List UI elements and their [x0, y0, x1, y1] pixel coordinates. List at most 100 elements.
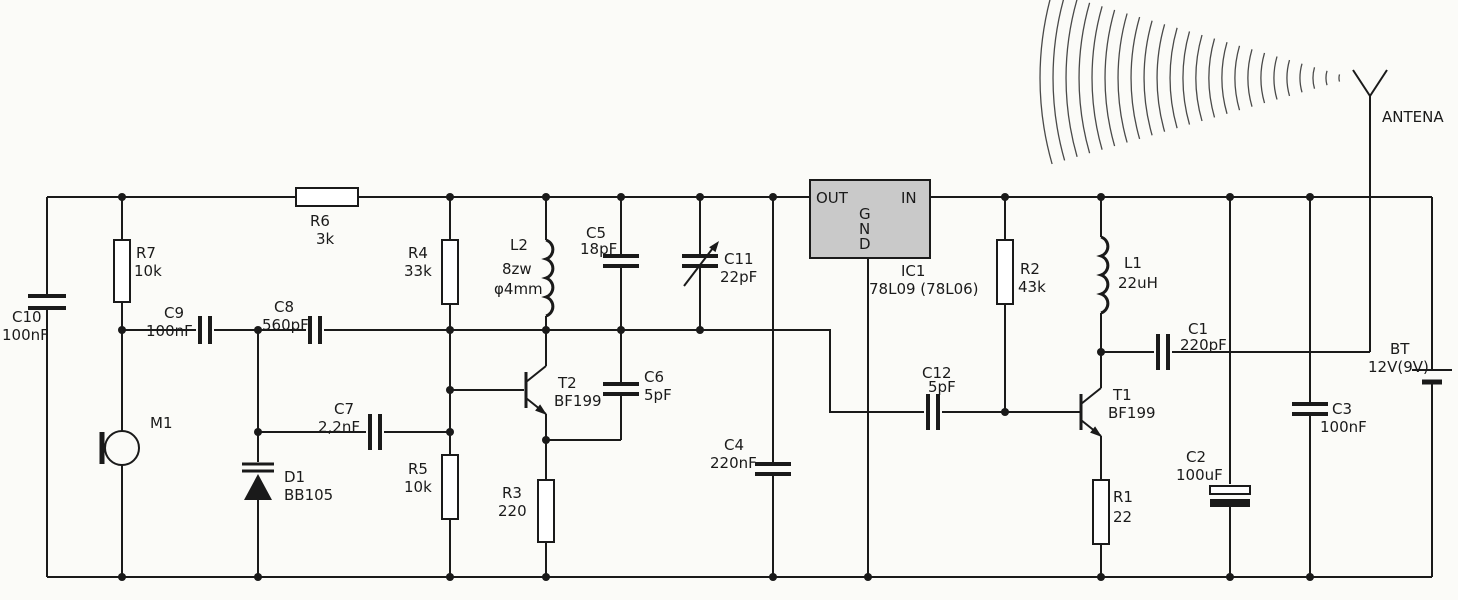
transistor-t2 — [524, 330, 547, 440]
resistor-r4-body — [441, 239, 459, 305]
radio-wave-arc — [1221, 42, 1228, 114]
ic1-pin-in-label: IN — [901, 189, 917, 207]
label-r6-value: 3k — [316, 230, 335, 248]
radio-wave-arc — [1195, 34, 1203, 122]
junction-dot — [446, 193, 454, 201]
label-r1-value: 22 — [1113, 508, 1132, 526]
junction-dots — [118, 193, 1314, 581]
regulator-ic1: OUT IN G N D — [809, 179, 931, 259]
label-c3-value: 100nF — [1320, 418, 1367, 436]
label-c7-value: 2,2nF — [318, 418, 360, 436]
label-c12-value: 5pF — [928, 378, 956, 396]
label-c10-ref: C10 — [12, 308, 42, 326]
label-ic1-ref: IC1 — [901, 262, 925, 280]
antenna-icon — [1352, 69, 1388, 352]
ic1-pin-gnd-letter: G — [859, 205, 871, 223]
capacitor-c1-plates — [1156, 334, 1170, 370]
label-c5-ref: C5 — [586, 224, 606, 242]
capacitor-c12-plates — [926, 394, 940, 430]
junction-dot — [446, 573, 454, 581]
resistor-r6-body — [295, 187, 359, 207]
label-c7-ref: C7 — [334, 400, 354, 418]
label-m1-ref: M1 — [150, 414, 173, 432]
capacitor-c3-plates — [1292, 402, 1328, 416]
ic1-pin-gnd-letter: N — [859, 220, 870, 238]
label-c3-ref: C3 — [1332, 400, 1352, 418]
label-c11-ref: C11 — [724, 250, 754, 268]
capacitor-c5-plates — [603, 254, 639, 268]
capacitor-c7-plates — [368, 414, 382, 450]
label-bt-value: 12V(9V) — [1368, 358, 1429, 376]
radio-wave-arc — [1091, 6, 1103, 150]
capacitor-c6-plates — [603, 382, 639, 396]
junction-dot — [1306, 193, 1314, 201]
capacitor-c10-plates — [28, 294, 66, 310]
label-bt-ref: BT — [1390, 340, 1410, 358]
label-r2-value: 43k — [1018, 278, 1046, 296]
varicap-diode-d1 — [242, 462, 274, 500]
label-c11-value: 22pF — [720, 268, 757, 286]
label-c8-ref: C8 — [274, 298, 294, 316]
junction-dot — [1097, 573, 1105, 581]
junction-dot — [118, 193, 126, 201]
junction-dot — [542, 573, 550, 581]
radio-wave-arc — [1039, 0, 1053, 165]
radio-wave-arc — [1078, 2, 1091, 154]
junction-dot — [864, 573, 872, 581]
label-r4-value: 33k — [404, 262, 432, 280]
resistor-r3-body — [537, 479, 555, 543]
label-r3-ref: R3 — [502, 484, 522, 502]
junction-dot — [1097, 348, 1105, 356]
label-l2-diameter: φ4mm — [494, 280, 543, 298]
label-r5-value: 10k — [404, 478, 432, 496]
radio-wave-arc — [1104, 9, 1116, 147]
junction-dot — [254, 573, 262, 581]
label-c2-ref: C2 — [1186, 448, 1206, 466]
radio-wave-arc — [1065, 0, 1078, 157]
label-c2-value: 100uF — [1176, 466, 1223, 484]
junction-dot — [1226, 573, 1234, 581]
label-c6-value: 5pF — [644, 386, 672, 404]
junction-dot — [617, 193, 625, 201]
junction-dot — [542, 436, 550, 444]
capacitor-c8-plates — [308, 316, 322, 344]
wires — [46, 196, 1433, 578]
label-t2-ref: T2 — [557, 374, 577, 392]
junction-dot — [542, 326, 550, 334]
label-l2-ref: L2 — [510, 236, 528, 254]
label-c1-value: 220pF — [1180, 336, 1227, 354]
labels: C10 100nF R7 10k C9 100nF C8 560pF R6 3k… — [2, 108, 1444, 526]
capacitor-c2-electrolytic — [1209, 485, 1251, 507]
radio-wave-arc — [1143, 20, 1153, 136]
radio-wave-arc — [1234, 45, 1241, 111]
junction-dot — [254, 326, 262, 334]
label-c10-value: 100nF — [2, 326, 49, 344]
label-r6-ref: R6 — [310, 212, 330, 230]
label-l1-value: 22uH — [1118, 274, 1158, 292]
radio-wave-arc — [1273, 56, 1278, 100]
label-r3-value: 220 — [498, 502, 527, 520]
label-r5-ref: R5 — [408, 460, 428, 478]
label-l1-ref: L1 — [1124, 254, 1142, 272]
junction-dot — [1001, 408, 1009, 416]
radio-wave-arc — [1247, 49, 1253, 107]
label-t1-ref: T1 — [1112, 386, 1132, 404]
radio-wave-arc — [1117, 13, 1128, 143]
label-c5-value: 18pF — [580, 240, 617, 258]
transistor-t1 — [1079, 352, 1102, 480]
label-r1-ref: R1 — [1113, 488, 1133, 506]
ic1-body — [809, 179, 931, 259]
junction-dot — [118, 573, 126, 581]
radio-wave-arc — [1299, 63, 1303, 93]
junction-dot — [446, 386, 454, 394]
resistor-r7-body — [113, 239, 131, 303]
junction-dot — [446, 326, 454, 334]
label-c9-value: 100nF — [146, 322, 193, 340]
inductor-l2 — [541, 238, 555, 318]
ic1-pin-out-label: OUT — [816, 189, 849, 207]
label-ic1-part: 78L09 (78L06) — [869, 280, 979, 298]
ic1-pin-gnd-letter: D — [859, 235, 871, 253]
junction-dot — [696, 326, 704, 334]
junction-dot — [696, 193, 704, 201]
